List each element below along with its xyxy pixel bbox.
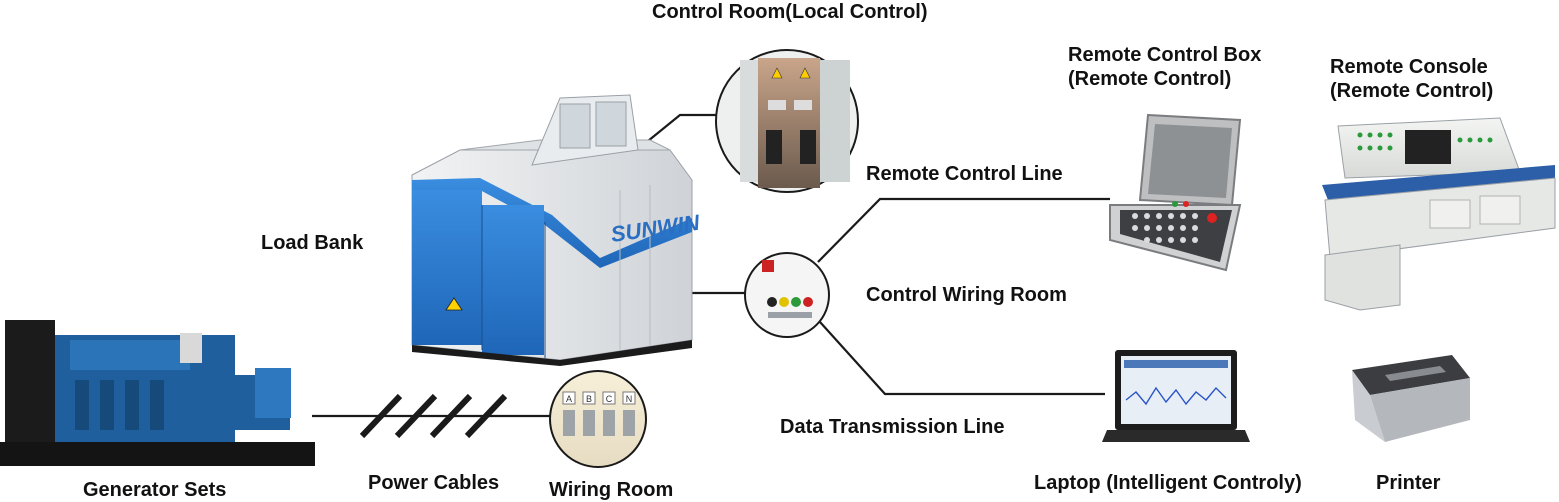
remote-console-image: [1322, 117, 1556, 311]
power-cable-marks: [359, 393, 508, 439]
remote-control-box-label-line1: Remote Control Box: [1068, 44, 1262, 66]
load-bank-label: Load Bank: [261, 232, 364, 254]
control-wiring-room-label: Control Wiring Room: [866, 284, 1067, 306]
remote-control-box-label: Remote Control Box (Remote Control): [1068, 43, 1261, 91]
remote-control-line: [817, 197, 1110, 263]
laptop-image: [1102, 350, 1250, 442]
control-room-label: Control Room(Local Control): [652, 1, 928, 23]
terminal-label-a: A: [566, 394, 572, 404]
wiring-room-label: Wiring Room: [549, 479, 674, 501]
terminal-label-c: C: [606, 394, 613, 404]
data-transmission-line: [819, 321, 1105, 396]
laptop-label: Laptop (Intelligent Controly): [1034, 472, 1302, 494]
connection-lines: [312, 113, 1110, 418]
terminal-label-n: N: [626, 394, 633, 404]
control-wiring-room-image: [744, 252, 830, 338]
terminal-label-b: B: [586, 394, 592, 404]
printer-label: Printer: [1376, 472, 1441, 494]
remote-console-label-line1: Remote Console: [1330, 56, 1488, 78]
remote-console-label-line2: (Remote Control): [1330, 80, 1494, 102]
remote-control-box-label-line2: (Remote Control): [1068, 68, 1232, 90]
control-room-link: [647, 113, 720, 142]
load-bank-image: SUNWIN: [411, 94, 702, 366]
data-transmission-line-label: Data Transmission Line: [780, 416, 1005, 438]
control-room-image: [715, 49, 859, 193]
power-cables-label: Power Cables: [368, 472, 500, 494]
generator-sets-label: Generator Sets: [83, 479, 227, 501]
generator-sets-image: [0, 320, 315, 466]
remote-control-line-label: Remote Control Line: [866, 163, 1063, 185]
printer-image: [1352, 355, 1470, 442]
remote-control-box-image: [1109, 113, 1242, 272]
remote-console-label: Remote Console (Remote Control): [1330, 55, 1493, 103]
wiring-room-image: A B C N: [549, 370, 647, 468]
